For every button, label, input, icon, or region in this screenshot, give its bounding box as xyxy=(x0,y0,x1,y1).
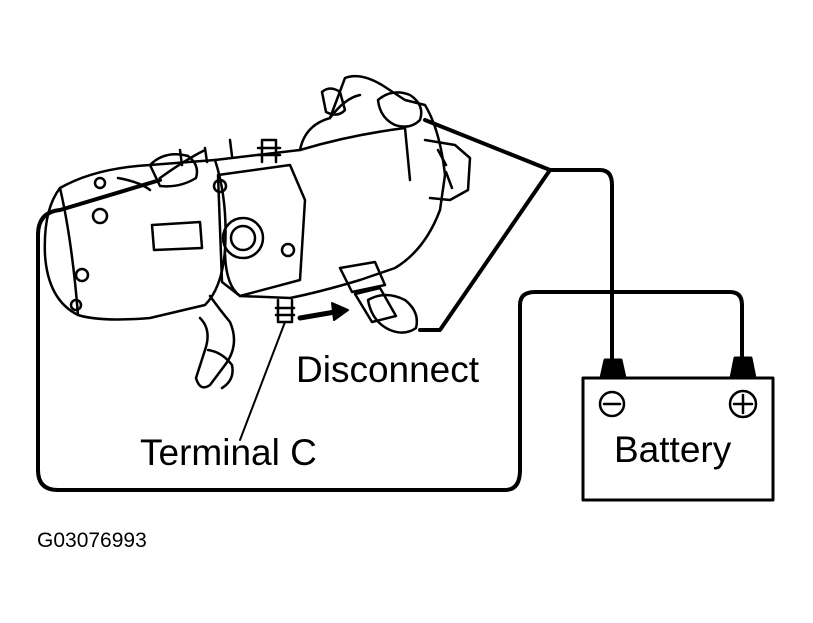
lead-to-negative xyxy=(423,118,614,362)
plus-circle-icon xyxy=(728,389,758,419)
test-leads xyxy=(36,118,744,492)
positive-post xyxy=(729,356,757,380)
minus-circle-icon xyxy=(598,390,626,418)
figure-code: G03076993 xyxy=(37,529,147,552)
lead-to-lower-connector xyxy=(418,168,552,332)
negative-post xyxy=(599,358,627,380)
battery xyxy=(581,356,775,502)
battery-label: Battery xyxy=(614,429,732,470)
solenoid-connector xyxy=(376,91,423,128)
starter-motor xyxy=(43,74,472,390)
disconnect-arrow xyxy=(297,302,349,321)
terminal-c-stud xyxy=(276,298,294,324)
battery-case xyxy=(581,376,775,502)
terminal-c-leader xyxy=(239,321,286,441)
lead-to-positive xyxy=(36,178,744,492)
terminal-c-label: Terminal C xyxy=(140,432,317,473)
disconnect-label: Disconnect xyxy=(296,349,480,390)
disconnected-connector xyxy=(366,293,419,334)
